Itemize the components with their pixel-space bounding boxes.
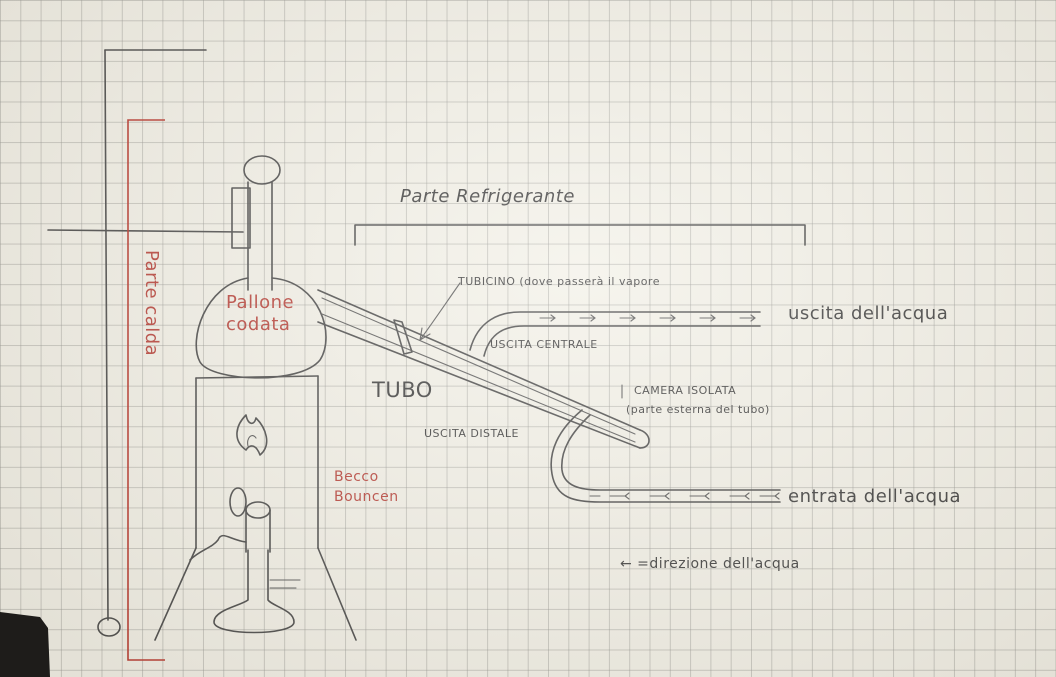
condenser-end [639, 429, 650, 449]
codata-label: codata [226, 314, 291, 335]
parte-refrigerante-bracket [354, 224, 806, 246]
inflow-arrows [589, 492, 780, 500]
flame-icon [236, 414, 268, 456]
parte-esterna-label: (parte esterna del tubo) [626, 403, 770, 416]
condenser-outer-top [317, 289, 641, 431]
parte-calda-label: Parte calda [141, 250, 162, 357]
burner-leg-right [317, 547, 357, 641]
central-outlet-pipe [469, 311, 761, 351]
tubicino-label: TUBICINO (dove passerà il vapore [458, 275, 660, 288]
central-outlet-pipe-2 [483, 325, 761, 357]
direzione-acqua-label: ← =direzione dell'acqua [620, 556, 800, 572]
burner-stand-top [195, 375, 319, 379]
photo-shadow [0, 612, 50, 677]
becco-label: Becco [334, 469, 379, 485]
flask-stopper [243, 155, 281, 185]
bunsen-valve [229, 487, 247, 517]
tubicino-arrow-head [419, 327, 431, 341]
inner-flame-icon [247, 435, 257, 447]
neck-clamp [231, 187, 251, 249]
gas-hose [189, 534, 247, 561]
tubo-label: TUBO [372, 378, 433, 402]
camera-isolata-label: CAMERA ISOLATA [634, 384, 737, 397]
bunsen-top [245, 501, 271, 519]
pallone-label: Pallone [226, 292, 295, 313]
condenser-inner-1 [321, 297, 636, 435]
parte-refrigerante-label: Parte Refrigerante [400, 186, 575, 207]
uscita-acqua-label: uscita dell'acqua [788, 303, 949, 324]
burner-leg-left [154, 547, 197, 641]
flask-body [195, 277, 327, 379]
clamp-rod [47, 229, 244, 233]
bunsen-barrel [245, 509, 271, 553]
condenser-inner-2 [321, 313, 636, 443]
outflow-arrows [539, 314, 756, 322]
uscita-centrale-label: USCITA CENTRALE [490, 338, 598, 351]
uscita-distale-label: USCITA DISTALE [424, 427, 520, 440]
gas-inlet [269, 579, 301, 589]
distal-inlet-pipe-2 [550, 409, 781, 503]
stand-base [97, 617, 121, 637]
stand-rod [104, 49, 109, 621]
tubicino-arrow [419, 282, 461, 341]
entrata-acqua-label: entrata dell'acqua [788, 486, 962, 507]
distal-inlet-pipe [561, 414, 781, 491]
tube-joint [393, 319, 413, 355]
bunsen-tube [213, 549, 295, 634]
parte-calda-bracket [127, 119, 165, 661]
flask-neck [247, 181, 273, 291]
condenser-outer-bottom [317, 321, 641, 449]
bouncen-label: Bouncen [334, 489, 399, 505]
